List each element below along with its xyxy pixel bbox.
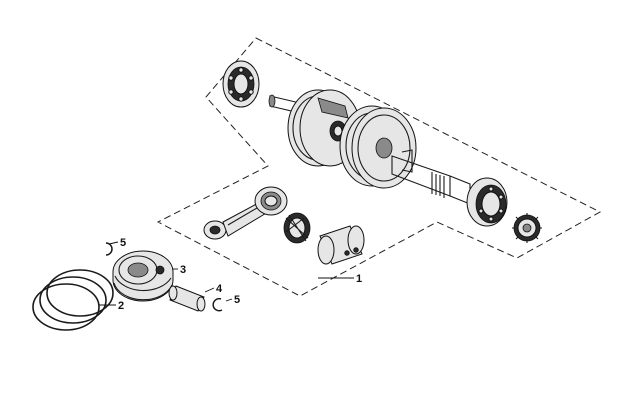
piston-rings [32,269,114,331]
crankshaft [268,89,471,205]
leader-4 [204,287,215,293]
callout-circlip-upper: 5 [120,237,126,249]
callout-piston-pin: 4 [216,283,223,295]
callout-piston-rings: 2 [118,300,124,312]
assembly-boundary [156,37,602,297]
callout-circlip-lower: 5 [234,294,240,306]
left-bearing [222,60,260,108]
crank-pin [317,225,365,265]
needle-bearing [283,212,311,244]
callout-piston: 3 [180,264,186,276]
connecting-rod [203,186,288,240]
circlip-upper [105,242,113,256]
piston-pin [168,285,206,312]
callout-crankshaft-assembly: 1 [356,273,362,285]
right-bearing [466,177,508,227]
leader-5a [108,241,119,245]
leader-5b [225,298,233,302]
drive-gear [512,213,542,243]
circlip-lower [212,297,223,312]
piston [112,250,174,302]
